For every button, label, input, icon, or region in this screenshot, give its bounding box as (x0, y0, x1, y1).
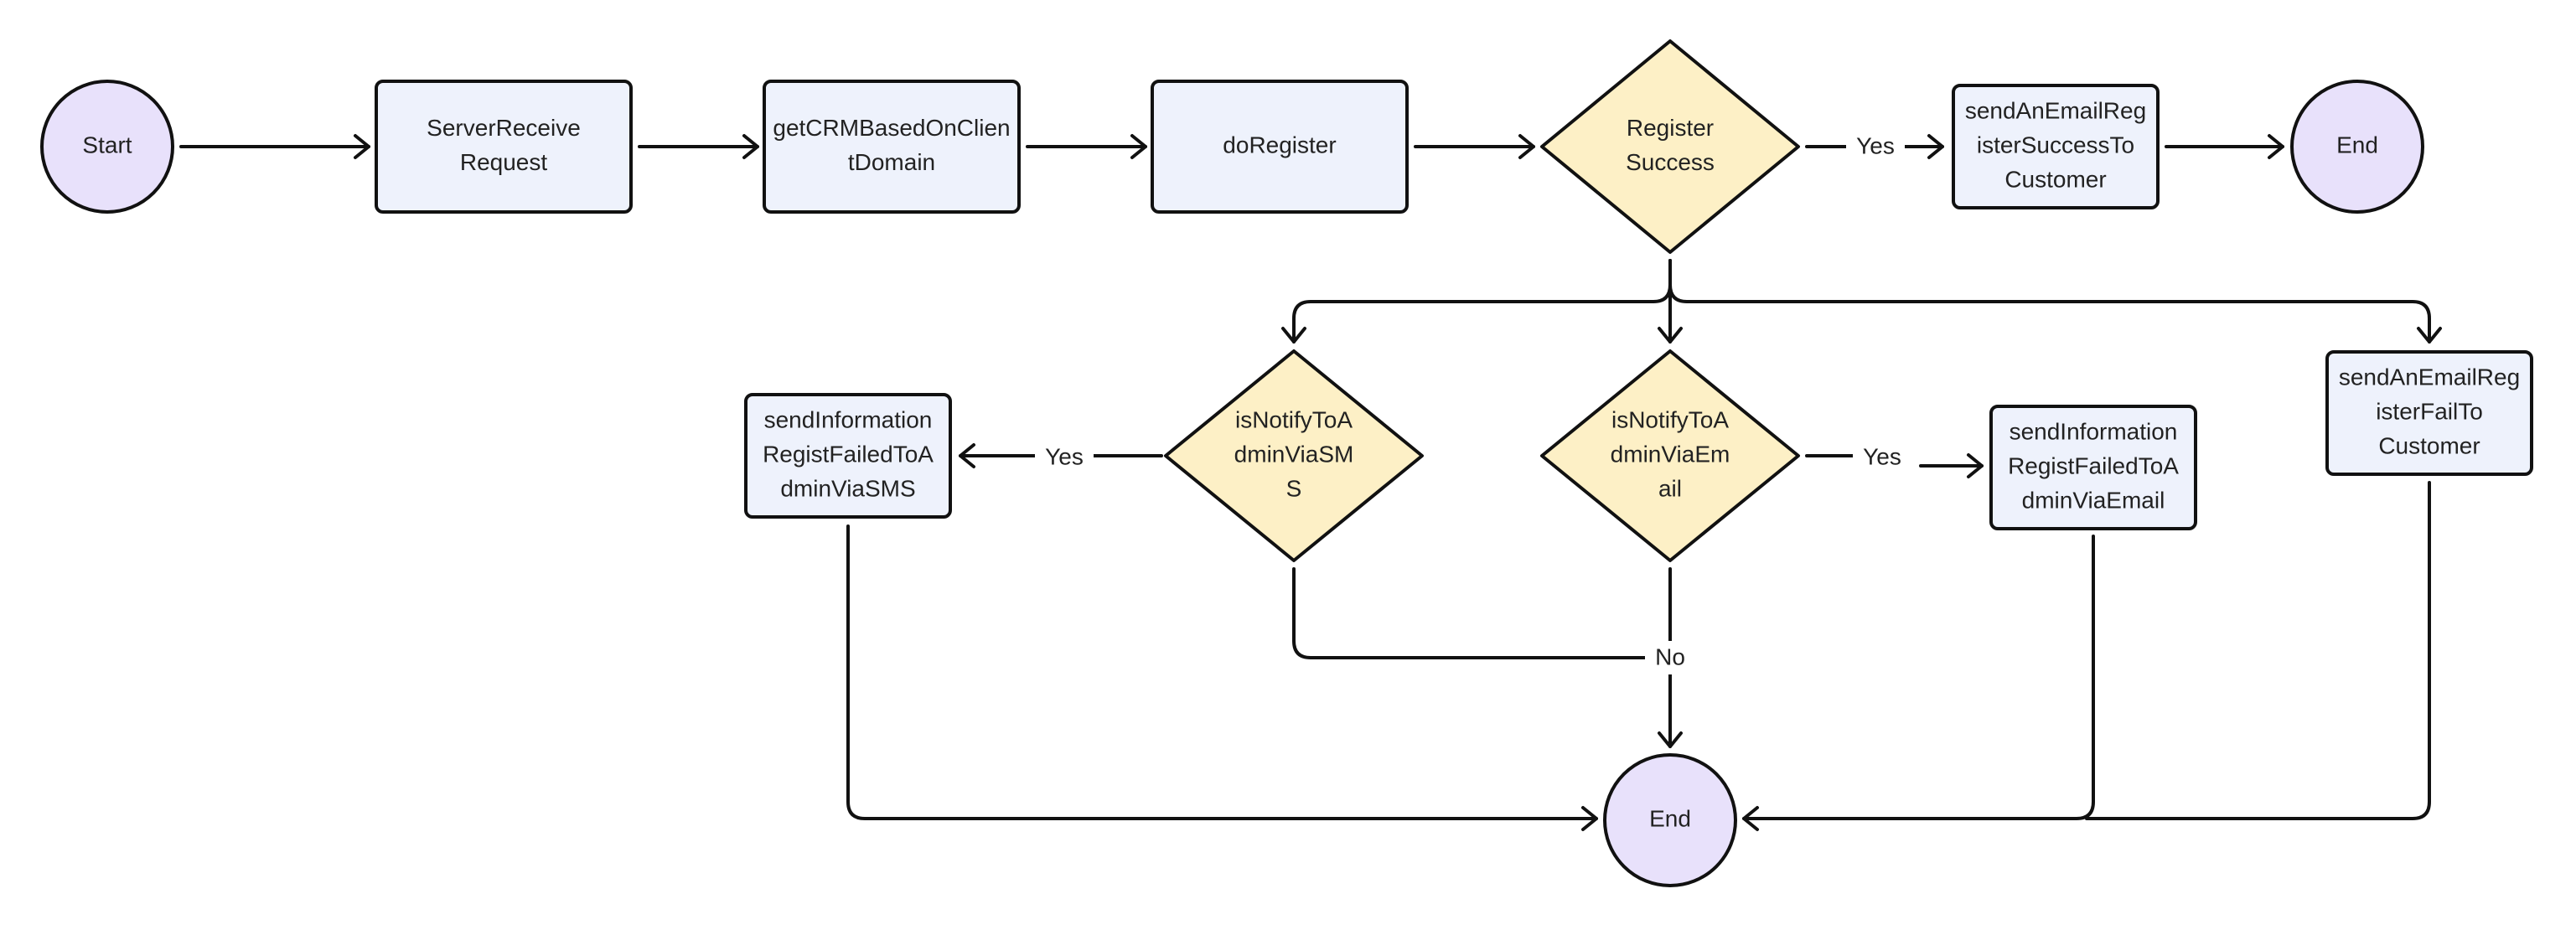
send-email-success-label-line-1: sendAnEmailReg (1965, 97, 2146, 123)
send-info-email-label-line-1: sendInformation (2010, 418, 2178, 444)
edge-is-notify-sms-no-to-merge (1292, 567, 1672, 659)
edge-label-success-yes-background (1846, 130, 1905, 163)
node-end-bottom[interactable]: End (1603, 753, 1737, 887)
do-register-label-line-1: doRegister (1223, 132, 1336, 158)
start-label-line-1: Start (82, 132, 132, 158)
is-notify-sms-label-line-1: isNotifyToA (1235, 406, 1353, 432)
register-success-label-line-2: Success (1626, 149, 1715, 175)
edge-register-success-to-send-email-fail-arrowhead (2417, 327, 2442, 344)
edge-is-notify-email-no-to-end-bottom-arrowhead (1658, 731, 1683, 748)
edge-register-success-to-is-notify-email-arrowhead (1658, 327, 1683, 344)
edge-is-notify-email-to-send-info-email-arrowhead (1967, 453, 1984, 478)
edge-label-notify-no: No (1655, 643, 1685, 669)
is-notify-sms-label-line-3: S (1286, 475, 1302, 501)
send-email-fail-label-line-2: isterFailTo (2376, 398, 2483, 424)
get-crm-label-line-2: tDomain (848, 149, 935, 175)
send-email-success-process-shape (1952, 84, 2160, 209)
end-top-label-line-1: End (2336, 132, 2378, 158)
is-notify-email-label-line-1: isNotifyToA (1611, 406, 1729, 432)
send-email-fail-process-shape (2325, 350, 2533, 476)
edge-is-notify-sms-to-send-sms-arrowhead (959, 443, 975, 468)
edge-send-sms-to-end-bottom (846, 524, 1598, 820)
end-bottom-terminal-shape (1603, 753, 1737, 887)
node-get-crm[interactable]: getCRMBasedOnClien tDomain (763, 80, 1021, 214)
node-is-notify-email[interactable]: isNotifyToA dminViaEm ail (1540, 349, 1800, 562)
edge-start-to-server-receive-arrowhead (354, 134, 370, 159)
end-top-terminal-shape (2290, 80, 2424, 214)
edge-register-success-to-is-notify-sms (1292, 259, 1672, 344)
send-email-fail-label-line-1: sendAnEmailReg (2339, 364, 2520, 390)
server-receive-label-line-1: ServerReceive (427, 115, 581, 141)
node-do-register[interactable]: doRegister (1151, 80, 1409, 214)
send-info-email-label-line-3: dminViaEmail (2022, 487, 2165, 513)
edge-do-register-to-register-success-arrowhead (1518, 134, 1535, 159)
end-bottom-label-line-1: End (1649, 805, 1691, 831)
edge-get-crm-to-do-register-arrowhead (1130, 134, 1147, 159)
send-sms-label-line-2: RegistFailedToA (763, 441, 934, 467)
edge-send-sms-to-end-bottom-arrowhead (1581, 806, 1598, 831)
get-crm-process-shape (763, 80, 1021, 214)
send-email-success-label-line-3: Customer (2004, 166, 2106, 192)
edge-label-sms-yes: Yes (1045, 443, 1084, 469)
node-is-notify-sms[interactable]: isNotifyToA dminViaSM S (1164, 349, 1424, 562)
is-notify-email-decision-shape (1540, 349, 1800, 562)
start-terminal-shape (40, 80, 174, 214)
edge-label-email-yes: Yes (1863, 443, 1901, 469)
edge-register-success-to-send-email-success-arrowhead (1927, 134, 1944, 159)
send-email-fail-label-line-3: Customer (2378, 432, 2480, 458)
send-sms-label-line-1: sendInformation (764, 406, 933, 432)
send-info-email-label-line-2: RegistFailedToA (2008, 452, 2179, 478)
node-start[interactable]: Start (40, 80, 174, 214)
is-notify-email-label-line-3: ail (1658, 475, 1682, 501)
send-sms-process-shape (744, 393, 952, 519)
edge-register-success-to-is-notify-sms-arrowhead (1281, 327, 1306, 344)
edge-register-success-to-send-email-fail (1668, 259, 2431, 344)
do-register-process-shape (1151, 80, 1409, 214)
send-info-email-process-shape (1989, 405, 2197, 530)
node-end-top[interactable]: End (2290, 80, 2424, 214)
is-notify-email-label-line-2: dminViaEm (1611, 441, 1730, 467)
edge-label-success-yes: Yes (1856, 132, 1895, 158)
is-notify-sms-label-line-2: dminViaSM (1234, 441, 1354, 467)
get-crm-label-line-1: getCRMBasedOnClien (773, 115, 1010, 141)
edge-server-receive-to-get-crm-arrowhead (742, 134, 759, 159)
edge-label-notify-no-background (1645, 641, 1695, 674)
server-receive-label-line-2: Request (460, 149, 548, 175)
server-receive-process-shape (375, 80, 633, 214)
register-success-decision-shape (1540, 39, 1800, 254)
edge-send-email-fail-to-end-bottom (2085, 481, 2431, 820)
edge-send-info-email-to-end-bottom (1742, 535, 2095, 820)
send-sms-label-line-3: dminViaSMS (780, 475, 915, 501)
edge-send-info-email-to-end-bottom-arrowhead (1742, 806, 1759, 831)
edge-label-sms-yes-background (1035, 441, 1094, 474)
edge-send-email-success-to-end-top-arrowhead (2268, 134, 2284, 159)
send-email-success-label-line-2: isterSuccessTo (1977, 132, 2134, 158)
is-notify-sms-decision-shape (1164, 349, 1424, 562)
edge-label-email-yes-background (1853, 441, 1911, 474)
register-success-label-line-1: Register (1627, 115, 1714, 141)
